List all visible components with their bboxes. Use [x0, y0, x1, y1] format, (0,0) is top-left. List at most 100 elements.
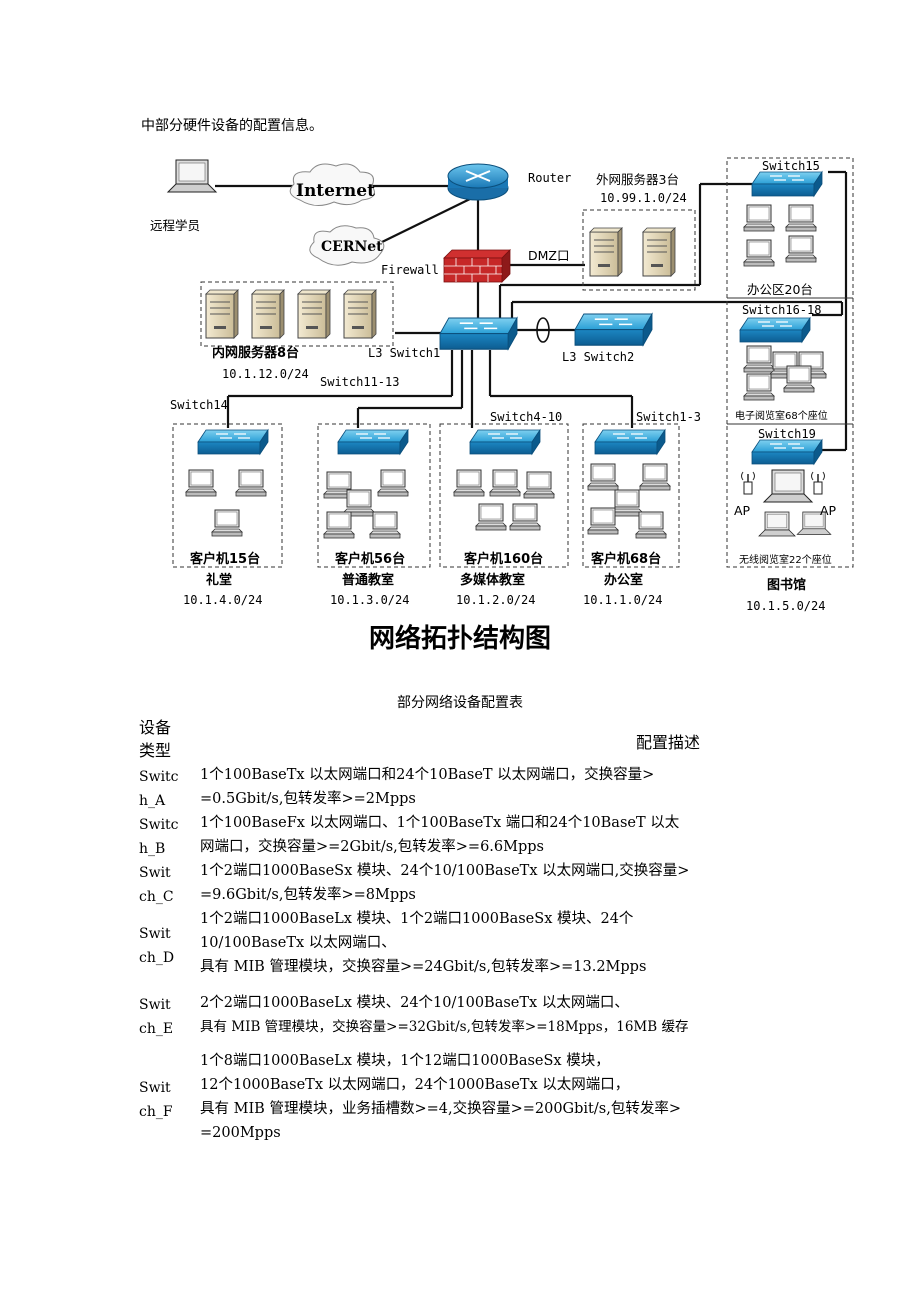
pc-icon — [377, 469, 409, 497]
group-name-label: 多媒体教室 — [460, 572, 525, 588]
desc-line: =9.6Gbit/s,包转发率>=8Mpps — [200, 887, 416, 903]
type-line: Switc — [139, 769, 179, 785]
table-header-type: 设备 类型 — [139, 716, 171, 762]
e-reading-label: 电子阅览室68个座位 — [735, 409, 828, 422]
dmz-label: DMZ口 — [528, 248, 569, 263]
group-name-label: 普通教室 — [342, 572, 394, 588]
internal-server-icon — [251, 289, 285, 339]
laptop-icon — [763, 469, 813, 503]
switch19-label: Switch19 — [758, 427, 816, 441]
pc-icon — [783, 365, 815, 393]
desc-line: 具有 MIB 管理模块，交换容量>=32Gbit/s,包转发率>=18Mpps，… — [200, 1019, 689, 1035]
switch15-icon — [751, 171, 823, 197]
group-clients-label: 客户机68台 — [591, 551, 661, 567]
type-line: Swit — [139, 997, 171, 1013]
pc-icon — [475, 503, 507, 531]
desc-line: 1个8端口1000BaseLx 模块，1个12端口1000BaseSx 模块， — [200, 1053, 610, 1069]
internet-cloud-icon — [289, 163, 375, 206]
office-area-label: 办公区20台 — [747, 282, 813, 297]
type-line: Switc — [139, 817, 179, 833]
type-line: Swit — [139, 865, 171, 881]
library-label: 图书馆 — [767, 577, 806, 593]
pc-icon — [611, 489, 643, 517]
pc-icon — [743, 204, 775, 232]
group-subnet-label: 10.1.1.0/24 — [583, 593, 662, 607]
table-row-desc: 2个2端口1000BaseLx 模块、24个10/100BaseTx 以太网端口… — [200, 991, 688, 1039]
group-name-label: 办公室 — [604, 572, 643, 588]
library-subnet-label: 10.1.5.0/24 — [746, 599, 825, 613]
internal-subnet-label: 10.1.12.0/24 — [222, 367, 309, 381]
external-server-icon — [589, 227, 623, 277]
switch11-13-label: Switch11-13 — [320, 375, 399, 389]
pc-icon — [185, 469, 217, 497]
external-servers-label: 外网服务器3台 — [596, 172, 679, 187]
table-row-desc: 1个2端口1000BaseSx 模块、24个10/100BaseTx 以太网端口… — [200, 859, 689, 907]
group-clients-label: 客户机160台 — [464, 551, 543, 567]
switch16-18-label: Switch16-18 — [742, 303, 821, 317]
table-row-desc: 1个100BaseTx 以太网端口和24个10BaseT 以太网端口，交换容量>… — [200, 763, 654, 811]
table-row-type: Switc h_B — [139, 813, 179, 861]
group-clients-label: 客户机15台 — [190, 551, 260, 567]
switch19-icon — [751, 439, 823, 465]
group-clients-label: 客户机56台 — [335, 551, 405, 567]
table-title: 部分网络设备配置表 — [397, 695, 523, 711]
pc-icon — [785, 204, 817, 232]
type-line: ch_F — [139, 1104, 173, 1120]
internal-server-icon — [343, 289, 377, 339]
table-header-desc: 配置描述 — [636, 733, 701, 752]
table-row-type: Swit ch_F — [139, 1076, 173, 1124]
desc-line: 10/100BaseTx 以太网端口、 — [200, 935, 396, 951]
pc-icon — [635, 511, 667, 539]
cernet-label: CERNet — [321, 239, 383, 255]
pc-icon — [369, 511, 401, 539]
group-subnet-label: 10.1.4.0/24 — [183, 593, 262, 607]
pc-icon — [743, 373, 775, 401]
table-header-type-line: 类型 — [139, 741, 172, 760]
group-name-label: 礼堂 — [206, 572, 232, 588]
table-row-desc: 1个100BaseFx 以太网端口、1个100BaseTx 端口和24个10Ba… — [200, 811, 679, 859]
intro-text: 中部分硬件设备的配置信息。 — [141, 118, 323, 134]
pc-icon — [587, 507, 619, 535]
internet-label: Internet — [296, 181, 375, 201]
switch4-10-label: Switch4-10 — [490, 410, 562, 424]
internal-servers-label: 内网服务器8台 — [212, 345, 299, 361]
cernet-cloud-icon — [309, 225, 385, 266]
l3-switch2-icon — [574, 313, 653, 346]
ap-antenna-icon — [810, 471, 826, 495]
type-line: h_A — [139, 793, 166, 809]
type-line: Swit — [139, 926, 171, 942]
desc-line: 1个2端口1000BaseLx 模块、1个2端口1000BaseSx 模块、24… — [200, 911, 634, 927]
table-row-type: Swit ch_D — [139, 922, 174, 970]
pc-icon — [323, 511, 355, 539]
type-line: ch_E — [139, 1021, 174, 1037]
pc-icon — [785, 235, 817, 263]
firewall-icon — [443, 249, 511, 283]
diagram-caption: 网络拓扑结构图 — [368, 624, 551, 654]
network-topology-diagram: Internet CERNet — [150, 157, 854, 613]
table-row-desc: 1个2端口1000BaseLx 模块、1个2端口1000BaseSx 模块、24… — [200, 907, 646, 979]
type-line: Swit — [139, 1080, 171, 1096]
type-line: ch_C — [139, 889, 174, 905]
pc-icon — [743, 239, 775, 267]
desc-line: 2个2端口1000BaseLx 模块、24个10/100BaseTx 以太网端口… — [200, 995, 629, 1011]
laptop-icon — [758, 511, 796, 537]
ap-right-label: AP — [820, 503, 837, 518]
desc-line: 1个100BaseTx 以太网端口和24个10BaseT 以太网端口，交换容量> — [200, 767, 655, 783]
table-header-type-line: 设备 — [139, 718, 172, 737]
desc-line: 1个2端口1000BaseSx 模块、24个10/100BaseTx 以太网端口… — [200, 863, 690, 879]
firewall-label: Firewall — [381, 263, 439, 277]
type-line: h_B — [139, 841, 166, 857]
pc-icon — [489, 469, 521, 497]
pc-icon — [523, 471, 555, 499]
ap-antenna-icon — [740, 471, 756, 495]
type-line: ch_D — [139, 950, 175, 966]
internal-server-icon — [297, 289, 331, 339]
switch15-label: Switch15 — [762, 159, 820, 173]
group-subnet-label: 10.1.2.0/24 — [456, 593, 535, 607]
router-icon — [447, 163, 509, 201]
desc-line: 具有 MIB 管理模块，业务插槽数>=4,交换容量>=200Gbit/s,包转发… — [200, 1101, 681, 1117]
desc-line: 具有 MIB 管理模块，交换容量>=24Gbit/s,包转发率>=13.2Mpp… — [200, 959, 647, 975]
switch16-18-icon — [739, 317, 811, 343]
table-row-desc: 1个8端口1000BaseLx 模块，1个12端口1000BaseSx 模块， … — [200, 1049, 681, 1145]
table-row-type: Swit ch_E — [139, 993, 173, 1041]
